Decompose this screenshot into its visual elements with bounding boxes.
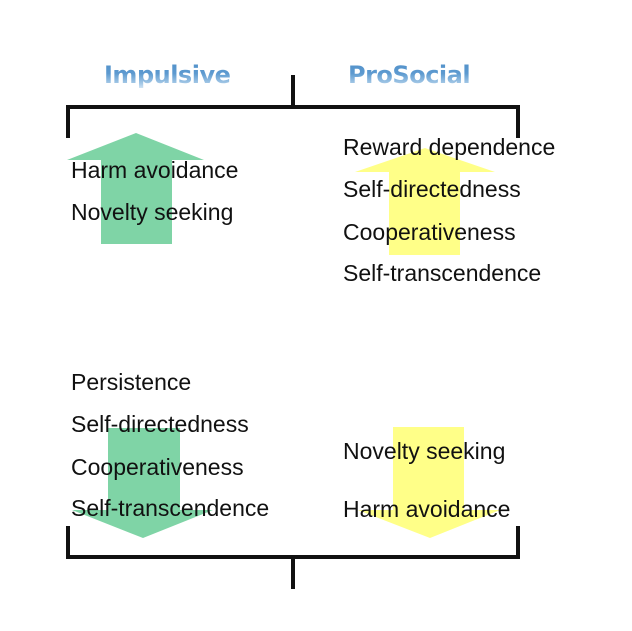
bottom-right-item: Harm avoidance [343, 496, 511, 522]
top-bracket [66, 75, 520, 138]
bottom-bracket [66, 526, 520, 589]
top-left-item: Harm avoidance [71, 157, 239, 183]
impulsive-title: Impulsive [104, 61, 231, 89]
green-down-arrow-icon [72, 428, 213, 538]
top-right-item: Self-directedness [343, 176, 521, 202]
bottom-left-item: Self-directedness [71, 411, 249, 437]
bottom-left-item: Cooperativeness [71, 454, 244, 480]
bottom-left-item: Self-transcendence [71, 495, 270, 521]
top-right-item: Reward dependence [343, 134, 556, 160]
green-up-arrow-icon [67, 133, 204, 244]
yellow-down-arrow-icon [358, 427, 500, 538]
yellow-up-arrow-icon [355, 148, 495, 255]
top-left-item: Novelty seeking [71, 199, 234, 225]
bottom-left-item: Persistence [71, 369, 192, 395]
top-right-item: Self-transcendence [343, 260, 542, 286]
bottom-right-item: Novelty seeking [343, 438, 506, 464]
top-right-item: Cooperativeness [343, 219, 516, 245]
prosocial-title: ProSocial [348, 61, 471, 89]
